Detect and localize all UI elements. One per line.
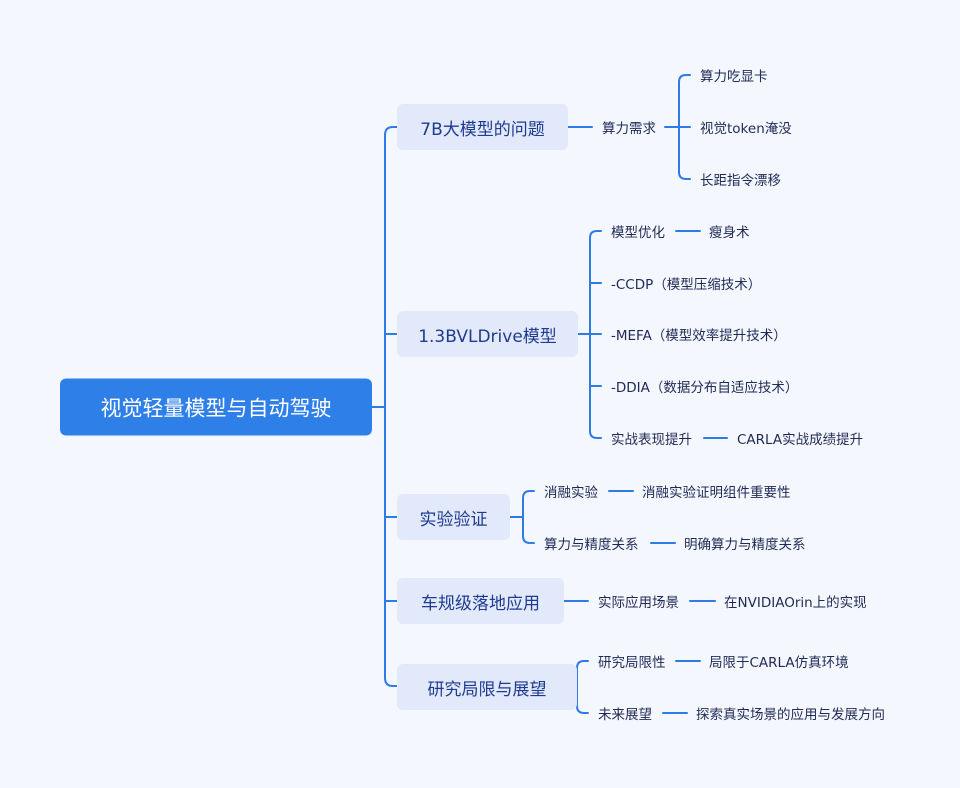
sub-node[interactable]: -CCDP（模型压缩技术） [611, 277, 762, 293]
sub-node[interactable]: 研究局限性 [598, 655, 666, 671]
leaf-node[interactable]: 算力吃显卡 [700, 69, 768, 85]
sub-node[interactable]: -MEFA（模型效率提升技术） [611, 328, 787, 344]
sub-node[interactable]: 实际应用场景 [598, 595, 679, 611]
branch-experiments[interactable]: 实验验证 [397, 494, 510, 540]
sub-node[interactable]: 消融实验 [544, 485, 598, 501]
leaf-node[interactable]: CARLA实战成绩提升 [737, 432, 864, 448]
branch-7b-problems[interactable]: 7B大模型的问题 [397, 104, 568, 150]
sub-node[interactable]: 模型优化 [611, 225, 665, 241]
root-node[interactable]: 视觉轻量模型与自动驾驶 [60, 378, 372, 436]
leaf-node[interactable]: 明确算力与精度关系 [684, 537, 806, 553]
sub-node[interactable]: -DDIA（数据分布自适应技术） [611, 380, 799, 396]
leaf-node[interactable]: 在NVIDIAOrin上的实现 [724, 595, 867, 611]
branch-deployment[interactable]: 车规级落地应用 [397, 578, 564, 624]
leaf-node[interactable]: 视觉token淹没 [700, 121, 792, 137]
leaf-node[interactable]: 瘦身术 [709, 225, 750, 241]
branch-vldrive-model[interactable]: 1.3BVLDrive模型 [397, 311, 578, 357]
leaf-node[interactable]: 局限于CARLA仿真环境 [709, 655, 849, 671]
sub-node[interactable]: 实战表现提升 [611, 432, 692, 448]
branch-limitations[interactable]: 研究局限与展望 [397, 664, 577, 710]
leaf-node[interactable]: 消融实验证明组件重要性 [642, 485, 791, 501]
node-compute-demand[interactable]: 算力需求 [602, 121, 656, 137]
sub-node[interactable]: 算力与精度关系 [544, 537, 639, 553]
leaf-node[interactable]: 探索真实场景的应用与发展方向 [696, 707, 885, 723]
leaf-node[interactable]: 长距指令漂移 [700, 173, 781, 189]
sub-node[interactable]: 未来展望 [598, 707, 652, 723]
